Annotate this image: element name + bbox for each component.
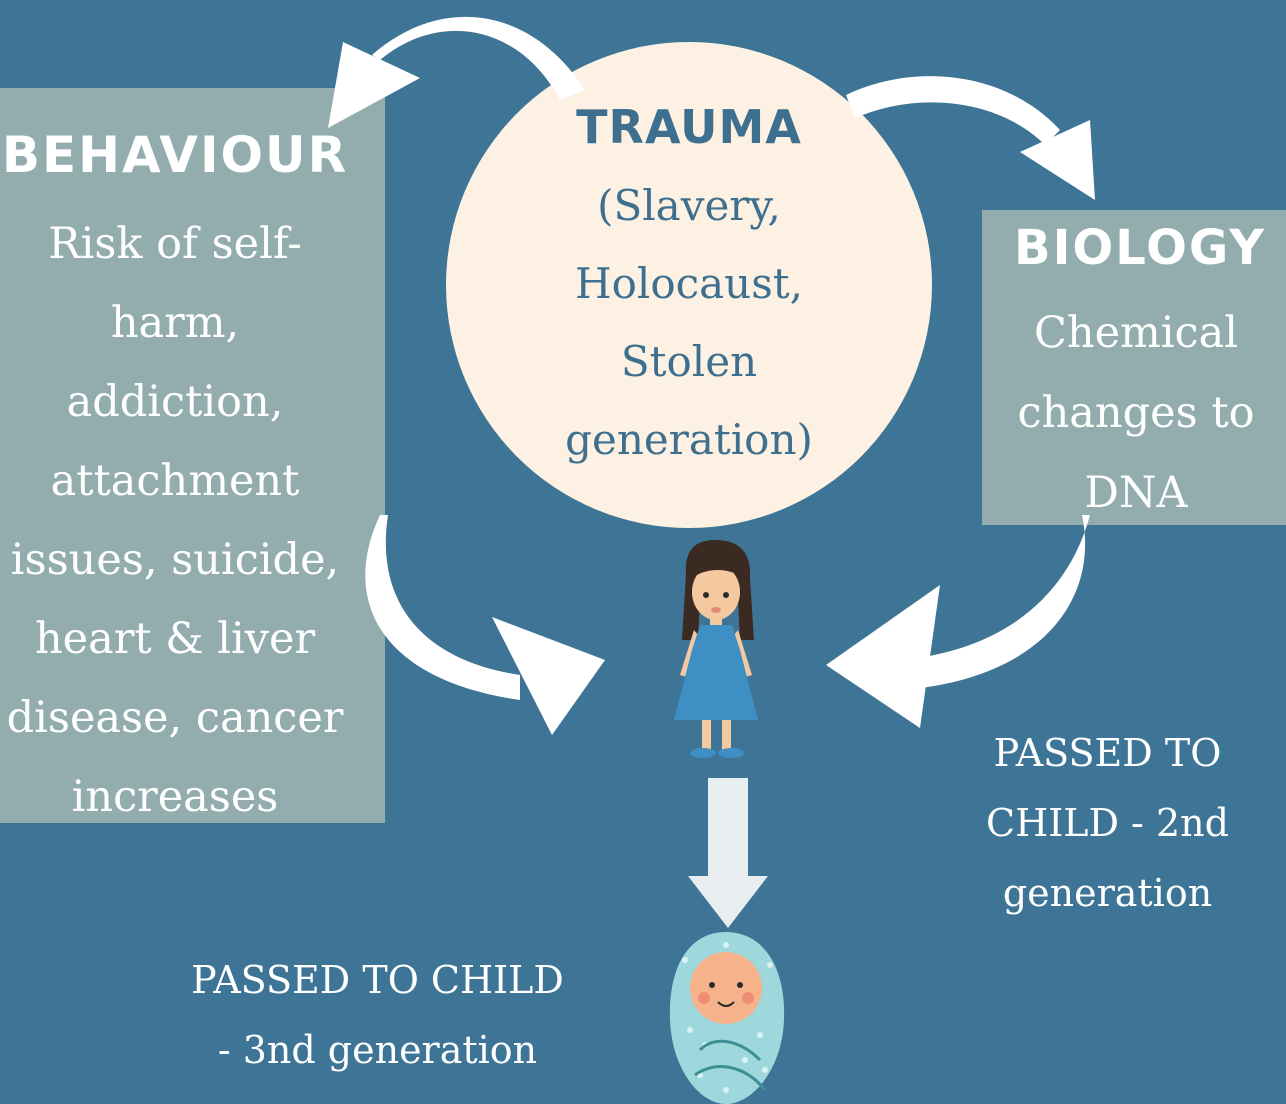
behaviour-line: addiction,	[66, 377, 284, 427]
biology-line: Chemical	[1033, 308, 1239, 358]
behaviour-line: issues, suicide,	[10, 535, 340, 585]
biology-description: Chemical changes to DNA	[986, 293, 1286, 533]
third-generation-line: PASSED TO CHILD	[191, 958, 564, 1002]
behaviour-panel	[0, 88, 385, 823]
arrow-trauma-to-behaviour	[328, 16, 585, 128]
baby-illustration	[669, 932, 785, 1104]
biology-title: BIOLOGY	[1013, 220, 1267, 276]
biology-line: DNA	[1084, 468, 1188, 518]
trauma-line: Holocaust,	[574, 259, 804, 308]
trauma-title: TRAUMA	[576, 100, 802, 154]
second-generation-line: PASSED TO	[993, 731, 1222, 775]
trauma-examples: (Slavery, Holocaust, Stolen generation)	[446, 167, 932, 479]
third-generation-line: - 3nd generation	[217, 1028, 538, 1072]
down-arrow	[688, 778, 768, 928]
behaviour-title: BEHAVIOUR	[1, 126, 349, 184]
behaviour-line: Risk of self-	[48, 219, 302, 269]
biology-line: changes to	[1017, 388, 1255, 438]
behaviour-line: increases	[71, 772, 279, 822]
behaviour-line: disease, cancer	[6, 693, 344, 743]
behaviour-line: harm,	[110, 298, 240, 348]
arrow-trauma-to-biology	[846, 76, 1095, 200]
second-generation-label: PASSED TO CHILD - 2nd generation	[960, 718, 1255, 928]
second-generation-line: CHILD - 2nd	[986, 801, 1229, 845]
trauma-circle	[446, 42, 932, 528]
third-generation-label: PASSED TO CHILD - 3nd generation	[150, 945, 605, 1085]
arrow-biology-to-child	[826, 515, 1090, 728]
trauma-line: Stolen	[620, 337, 758, 386]
girl-illustration	[674, 540, 758, 758]
behaviour-line: heart & liver	[34, 614, 316, 664]
biology-panel	[982, 210, 1286, 525]
second-generation-line: generation	[1002, 871, 1213, 915]
arrow-behaviour-to-child	[365, 515, 605, 735]
trauma-line: generation)	[565, 415, 813, 464]
behaviour-line: attachment	[50, 456, 300, 506]
trauma-line: (Slavery,	[597, 181, 781, 230]
behaviour-description: Risk of self- harm, addiction, attachmen…	[0, 205, 350, 837]
